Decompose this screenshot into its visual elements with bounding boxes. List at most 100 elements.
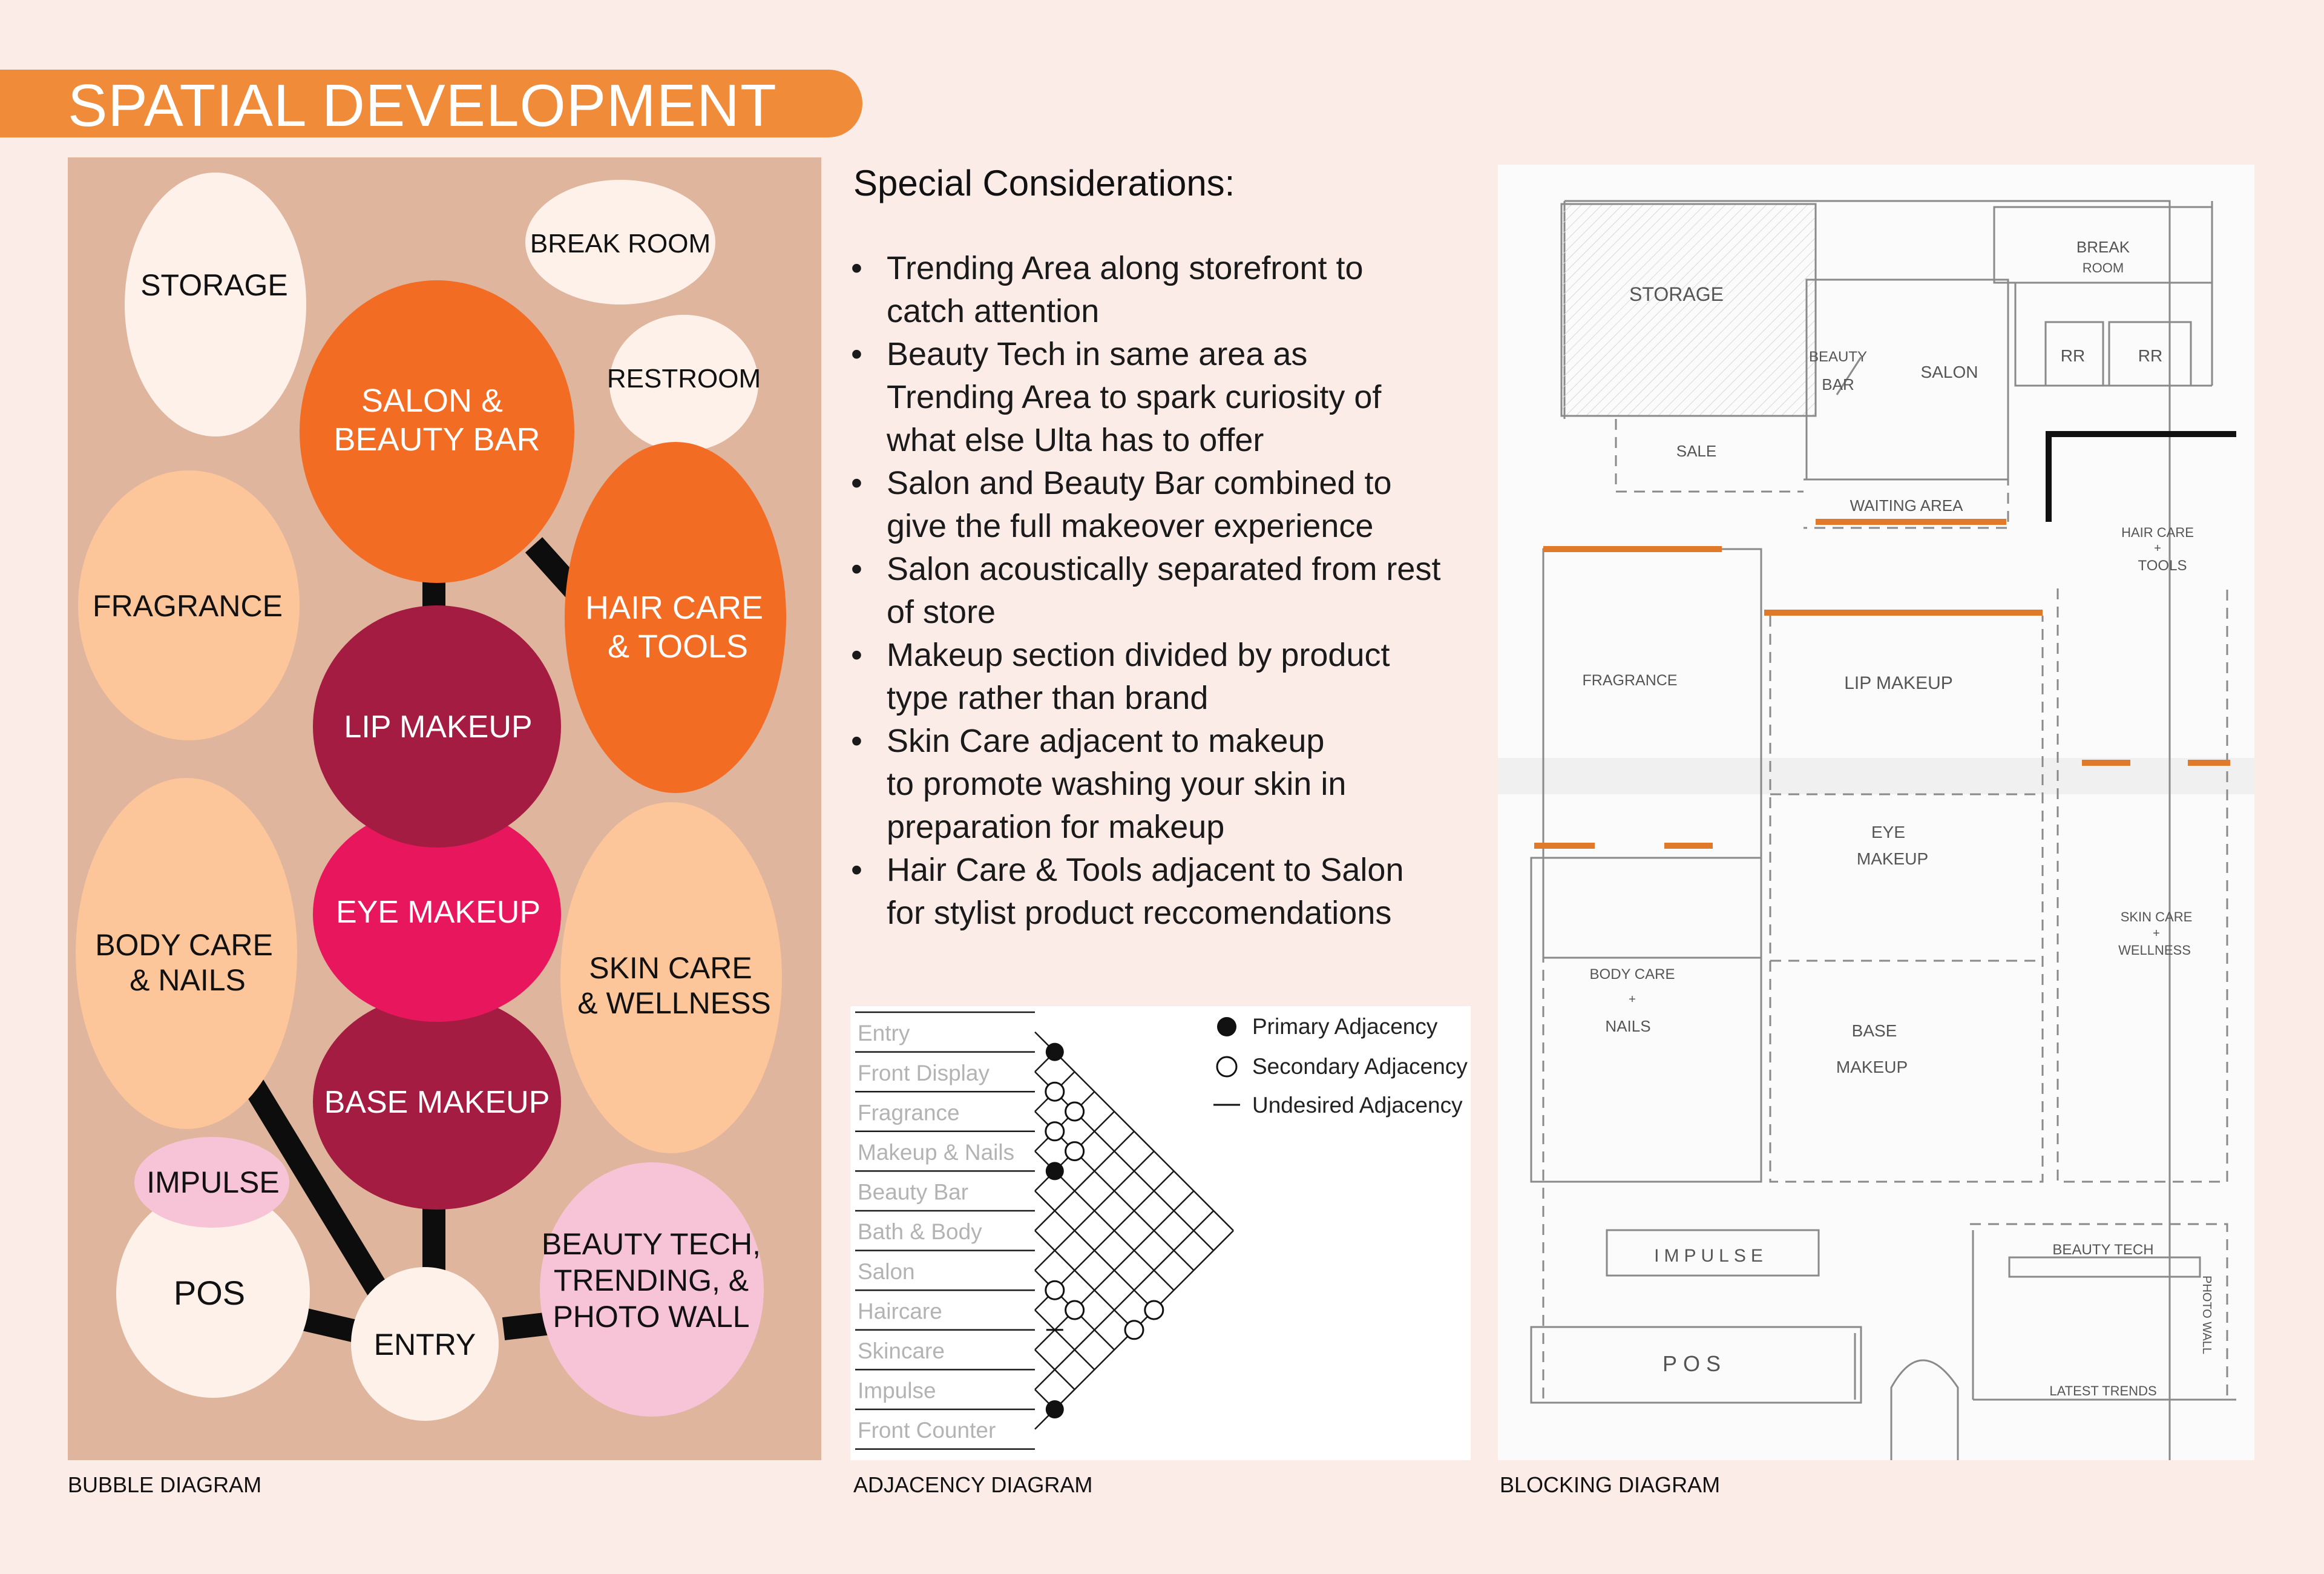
blk-sale: SALE (1676, 442, 1717, 460)
consideration-item: • Beauty Tech in same area as Trending Are… (847, 333, 1489, 462)
consideration-item: • Trending Area along storefront to catch … (847, 247, 1489, 333)
consideration-line: Makeup section divided by product (887, 637, 1390, 673)
bullet: • (851, 465, 862, 501)
blk-skin-3: WELLNESS (2118, 943, 2191, 958)
blk-impulse: IMPULSE (1654, 1246, 1768, 1266)
fixture-body-care (1530, 857, 1762, 1183)
consideration-item: • Salon and Beauty Bar combined to give th… (847, 462, 1489, 548)
consideration-line: Trending Area to spark curiosity of (887, 379, 1382, 415)
adjacency-row-label: Skincare (858, 1339, 945, 1363)
adjacency-row-label: Front Display (858, 1061, 990, 1085)
bullet: • (851, 551, 862, 587)
consideration-line: for stylist product reccomendations (887, 895, 1392, 931)
dash-waiting (1804, 478, 2009, 529)
consideration-line: preparation for makeup (887, 809, 1225, 845)
bullet: • (851, 336, 862, 372)
adjacency-row-label: Front Counter (858, 1418, 996, 1443)
bubble-diagram: STORAGE BREAK ROOM RESTROOM SALON & BEAU… (68, 157, 821, 1460)
legend-secondary-icon (1216, 1056, 1238, 1078)
consideration-line: of store (887, 594, 996, 630)
bubble-salon-beauty-bar (300, 280, 574, 583)
secondary-adjacency-mark (1124, 1320, 1144, 1340)
label-tech-1: BEAUTY TECH, (542, 1227, 761, 1261)
consideration-line: catch attention (887, 293, 1100, 329)
bubble-body-care-nails (76, 778, 297, 1129)
consideration-line: Skin Care adjacent to makeup (887, 723, 1325, 759)
consideration-line: give the full makeover experience (887, 508, 1374, 544)
primary-adjacency-mark (1045, 1162, 1064, 1180)
label-salon-2: BEAUTY BAR (333, 421, 540, 458)
label-entry: ENTRY (374, 1328, 476, 1362)
blk-eye-1: EYE (1871, 823, 1905, 841)
consideration-line: to promote washing your skin in (887, 766, 1347, 802)
adjacency-row-label: Makeup & Nails (858, 1140, 1014, 1165)
page-title: SPATIAL DEVELOPMENT (68, 72, 777, 139)
bubble-storage (125, 173, 306, 436)
label-restroom: RESTROOM (607, 364, 761, 394)
secondary-adjacency-mark (1045, 1081, 1065, 1102)
special-considerations-list: • Trending Area along storefront to catch … (847, 247, 1489, 935)
adjacency-diag-up (1034, 1091, 1095, 1152)
blk-skin-2: + (2153, 927, 2160, 940)
adjacency-diag-down (1034, 1230, 1135, 1331)
blk-storage: STORAGE (1629, 283, 1724, 305)
bullet: • (851, 852, 862, 888)
bubble-diagram-svg: STORAGE BREAK ROOM RESTROOM SALON & BEAU… (68, 157, 821, 1460)
bubble-impulse (134, 1137, 289, 1228)
slash-beauty-salon (1836, 357, 1862, 395)
consideration-line: Trending Area along storefront to (887, 250, 1364, 286)
adjacency-row-label: Entry (858, 1021, 910, 1045)
label-impulse: IMPULSE (146, 1165, 280, 1199)
bubble-restroom (609, 315, 758, 452)
bullet: • (851, 250, 862, 286)
consideration-line: Salon acoustically separated from rest (887, 551, 1441, 587)
adjacency-row-label: Salon (858, 1259, 915, 1284)
blk-beauty-2: BAR (1822, 375, 1854, 394)
primary-adjacency-mark (1045, 1400, 1064, 1418)
blk-salon: SALON (1921, 363, 1978, 381)
wall-outer (1564, 200, 2171, 1460)
secondary-adjacency-mark (1045, 1280, 1065, 1300)
label-storage: STORAGE (140, 268, 288, 302)
legend-undesired: Undesired Adjacency (1252, 1093, 1463, 1118)
consideration-item: • Skin Care adjacent to makeup to promote … (847, 720, 1489, 849)
blk-base-1: BASE (1852, 1021, 1897, 1040)
secondary-adjacency-mark (1065, 1141, 1085, 1162)
adjacency-diag-up (1034, 1190, 1195, 1351)
blk-break-1: BREAK (2076, 238, 2130, 256)
dash-skin (2056, 588, 2228, 1183)
adjacency-diag-down (1034, 1071, 1215, 1251)
blk-hair-3: TOOLS (2138, 558, 2187, 574)
bullet: • (851, 637, 862, 673)
secondary-adjacency-mark (1065, 1300, 1085, 1320)
bubble-break-room (525, 180, 715, 305)
label-fragrance: FRAGRANCE (93, 589, 283, 623)
blk-body-3: NAILS (1605, 1017, 1650, 1035)
blocking-labels: STORAGE BREAK ROOM RR RR BEAUTY BAR SALO… (1583, 238, 2213, 1398)
adjacency-row-label: Fragrance (858, 1100, 960, 1125)
door-entry (1890, 1359, 1959, 1460)
label-body-2: & NAILS (130, 963, 246, 997)
consideration-line: Salon and Beauty Bar combined to (887, 465, 1392, 501)
title-banner (0, 70, 862, 137)
secondary-adjacency-mark (1045, 1121, 1065, 1142)
secondary-adjacency-mark (1065, 1101, 1085, 1122)
secondary-adjacency-mark (1144, 1300, 1164, 1320)
blk-hair-1: HAIR CARE (2121, 525, 2194, 540)
bullet: • (851, 723, 862, 759)
blocking-fold (1498, 758, 2254, 794)
legend-secondary: Secondary Adjacency (1252, 1054, 1468, 1079)
adjacency-diag-up (1034, 1130, 1135, 1231)
consideration-item: • Salon acoustically separated from rest o… (847, 548, 1489, 634)
blk-body-2: + (1629, 993, 1636, 1006)
bubble-eye-makeup (313, 806, 561, 1022)
consideration-line: Beauty Tech in same area as (887, 336, 1308, 372)
legend-primary: Primary Adjacency (1252, 1014, 1438, 1039)
wall-restrooms (2014, 283, 2212, 387)
blk-body-1: BODY CARE (1590, 966, 1675, 983)
consideration-line: type rather than brand (887, 680, 1209, 716)
adjacency-row-label: Bath & Body (858, 1219, 982, 1244)
bubble-entry (351, 1267, 499, 1421)
